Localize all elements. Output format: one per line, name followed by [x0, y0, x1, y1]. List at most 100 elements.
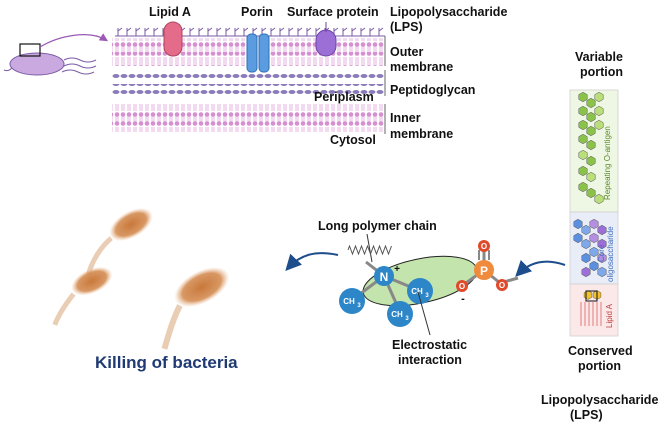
o-antigen-sugar	[586, 187, 596, 199]
lps-branch	[351, 27, 357, 36]
oxygen-atom-left: O -	[456, 280, 468, 305]
o-antigen-sugar	[586, 97, 596, 109]
lps-branch	[270, 27, 276, 36]
label-porin: Porin	[241, 5, 273, 19]
o-antigen-sugar	[586, 171, 596, 183]
bacterium-3	[161, 267, 230, 350]
label-core-oligo: oligosaccharide	[606, 226, 615, 282]
svg-text:CH: CH	[343, 297, 355, 306]
o-antigen-sugar	[578, 133, 588, 145]
lipid-a-sugar	[583, 290, 593, 300]
svg-text:3: 3	[405, 316, 409, 322]
svg-text:CH: CH	[391, 310, 403, 319]
lps-branch	[243, 27, 249, 36]
core-sugar	[589, 246, 599, 258]
core-sugar	[589, 232, 599, 244]
peptidoglycan-layer-2	[112, 84, 384, 94]
o-antigen-sugar	[594, 91, 604, 103]
lps-structure-panel	[569, 89, 619, 337]
lps-branch	[306, 27, 312, 36]
lps-branch	[360, 27, 366, 36]
core-sugar	[581, 238, 591, 250]
svg-text:3: 3	[425, 293, 429, 299]
oxygen-atom-top: O	[478, 240, 490, 252]
label-variable-line1: Variable	[575, 50, 623, 64]
ch3-atom-1: CH 3	[339, 288, 365, 314]
core-sugar	[581, 224, 591, 236]
label-variable-line2: portion	[580, 65, 623, 79]
core-sugar	[573, 232, 583, 244]
porin-left	[246, 33, 258, 73]
label-conserved-line2: portion	[578, 359, 621, 373]
o-antigen-sugar	[586, 125, 596, 137]
lps-branch	[189, 27, 195, 36]
lps-branch	[315, 27, 321, 36]
lps-branch	[297, 27, 303, 36]
nitrogen-charge: +	[394, 264, 400, 275]
lps-branch	[117, 27, 123, 36]
label-electrostatic-line1: Electrostatic	[392, 338, 467, 352]
o-antigen-sugar	[594, 193, 604, 205]
svg-text:O: O	[481, 242, 487, 251]
sugar-chain	[573, 91, 607, 326]
o-antigen-sugar	[594, 105, 604, 117]
o-antigen-sugar	[578, 181, 588, 193]
lps-branch	[207, 27, 213, 36]
arrow-mechanism-to-killing	[285, 252, 339, 271]
lps-branch	[369, 27, 375, 36]
svg-text:3: 3	[357, 303, 361, 309]
label-killing-of-bacteria: Killing of bacteria	[95, 353, 238, 372]
oxygen-atom-right: O	[496, 279, 508, 291]
o-antigen-sugar	[578, 91, 588, 103]
label-outer-line2: membrane	[390, 60, 453, 74]
ch3-atom-2: CH 3	[387, 301, 413, 327]
lps-branch	[144, 27, 150, 36]
o-antigen-sugar	[578, 149, 588, 161]
label-electrostatic-line2: interaction	[398, 353, 462, 367]
label-periplasm: Periplasm	[314, 90, 374, 104]
core-sugar	[597, 238, 607, 250]
label-surface-protein: Surface protein	[287, 5, 379, 19]
ch3-atom-3: CH 3	[407, 278, 433, 304]
lps-branch	[225, 27, 231, 36]
o-antigen-sugar	[578, 105, 588, 117]
lps-branch	[198, 27, 204, 36]
label-lps-line2: (LPS)	[390, 20, 423, 34]
label-lipid-a: Lipid A	[149, 5, 191, 19]
polymer-chain-squiggle	[347, 244, 392, 256]
o-antigen-sugar	[586, 139, 596, 151]
o-antigen-sugar	[586, 111, 596, 123]
dead-bacteria	[52, 208, 230, 350]
label-conserved-line1: Conserved	[568, 344, 633, 358]
surface-protein-shape	[315, 29, 337, 57]
label-inner-line2: membrane	[390, 127, 453, 141]
o-antigen-sugar	[594, 119, 604, 131]
label-lps-bottom-line2: (LPS)	[570, 408, 603, 422]
nitrogen-atom: N +	[374, 264, 400, 286]
o-antigen-sugar	[586, 155, 596, 167]
electrostatic-pointer	[417, 291, 431, 336]
label-lps-line1: Lipopolysaccharide	[390, 5, 507, 19]
label-o-antigen: Repeating O-antigen	[603, 126, 612, 200]
lipid-a-zoom-box	[585, 290, 598, 302]
svg-text:CH: CH	[411, 287, 423, 296]
lipid-a-protein	[163, 21, 183, 57]
oxygen-charge: -	[461, 293, 465, 305]
label-peptidoglycan: Peptidoglycan	[390, 83, 475, 97]
core-sugar	[573, 218, 583, 230]
lps-branch	[279, 27, 285, 36]
svg-text:P: P	[480, 264, 488, 278]
phosphorus-atom: P	[474, 260, 494, 280]
label-inner-line1: Inner	[390, 111, 421, 125]
svg-text:O: O	[499, 281, 505, 290]
inner-membrane-bottom-leaflet	[112, 118, 384, 132]
core-sugar	[597, 252, 607, 264]
label-outer-line1: Outer	[390, 45, 423, 59]
arrow-lps-to-mechanism	[515, 259, 566, 277]
core-sugar	[597, 266, 607, 278]
lps-branch	[342, 27, 348, 36]
lps-branch	[288, 27, 294, 36]
svg-text:O: O	[459, 282, 465, 291]
